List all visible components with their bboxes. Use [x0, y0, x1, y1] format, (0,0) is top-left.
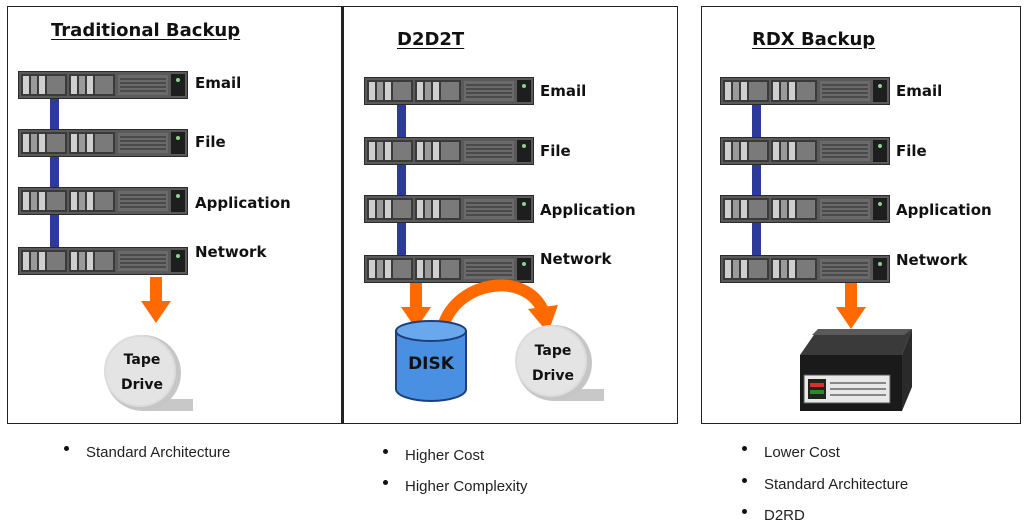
bullet-item: Lower Cost [742, 444, 840, 461]
disk-label: DISK [408, 354, 454, 374]
file-server-icon [364, 137, 534, 165]
connector-line [752, 223, 761, 255]
server-label-file: File [195, 133, 226, 151]
rdx-drive-icon [800, 329, 912, 411]
server-label-application: Application [896, 201, 992, 219]
bullet-dot [64, 446, 69, 451]
connector-line [50, 215, 59, 247]
email-server-icon [364, 77, 534, 105]
application-server-icon [364, 195, 534, 223]
bullet-dot [383, 449, 388, 454]
server-label-network: Network [195, 243, 267, 261]
rdx-backup-panel: RDX Backup Email File Application Networ… [701, 6, 1021, 424]
panel-title: D2D2T [397, 29, 465, 50]
server-label-file: File [896, 142, 927, 160]
down-arrow-icon [836, 283, 866, 329]
file-server-icon [720, 137, 890, 165]
disk-icon [395, 320, 467, 402]
file-server-icon [18, 129, 188, 157]
bullet-dot [742, 478, 747, 483]
bullet-dot [383, 480, 388, 485]
connector-line [50, 99, 59, 129]
panel-title: RDX Backup [752, 29, 876, 50]
email-server-icon [18, 71, 188, 99]
traditional-backup-panel: Traditional Backup Email File Applicatio… [7, 6, 343, 424]
bullet-item: Standard Architecture [742, 476, 908, 493]
connector-line [397, 165, 406, 199]
connector-line [50, 157, 59, 187]
down-arrow-icon [141, 277, 171, 323]
bullet-dot [742, 446, 747, 451]
d2d2t-panel: D2D2T Email File Application Network DIS… [341, 6, 678, 424]
application-server-icon [720, 195, 890, 223]
server-label-network: Network [896, 251, 968, 269]
server-label-network: Network [540, 250, 612, 268]
bullet-item: Standard Architecture [64, 444, 230, 461]
server-label-file: File [540, 142, 571, 160]
server-label-application: Application [195, 194, 291, 212]
bullet-item: Higher Cost [383, 447, 484, 464]
connector-line [397, 105, 406, 139]
bullet-dot [742, 509, 747, 514]
panel-title: Traditional Backup [51, 20, 241, 41]
connector-line [397, 223, 406, 255]
bullet-item: D2RD [742, 507, 805, 524]
bullet-item: Higher Complexity [383, 478, 528, 495]
server-label-email: Email [195, 74, 242, 92]
down-arrow-icon [401, 283, 431, 329]
server-label-email: Email [896, 82, 943, 100]
server-label-application: Application [540, 201, 636, 219]
network-server-icon [720, 255, 890, 283]
email-server-icon [720, 77, 890, 105]
server-label-email: Email [540, 82, 587, 100]
application-server-icon [18, 187, 188, 215]
connector-line [752, 165, 761, 199]
network-server-icon [18, 247, 188, 275]
connector-line [752, 105, 761, 139]
